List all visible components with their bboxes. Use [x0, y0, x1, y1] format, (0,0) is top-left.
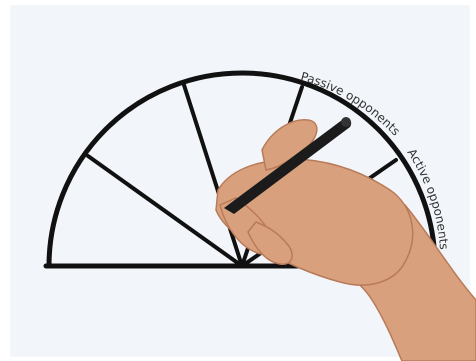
pen-cap	[341, 117, 351, 127]
